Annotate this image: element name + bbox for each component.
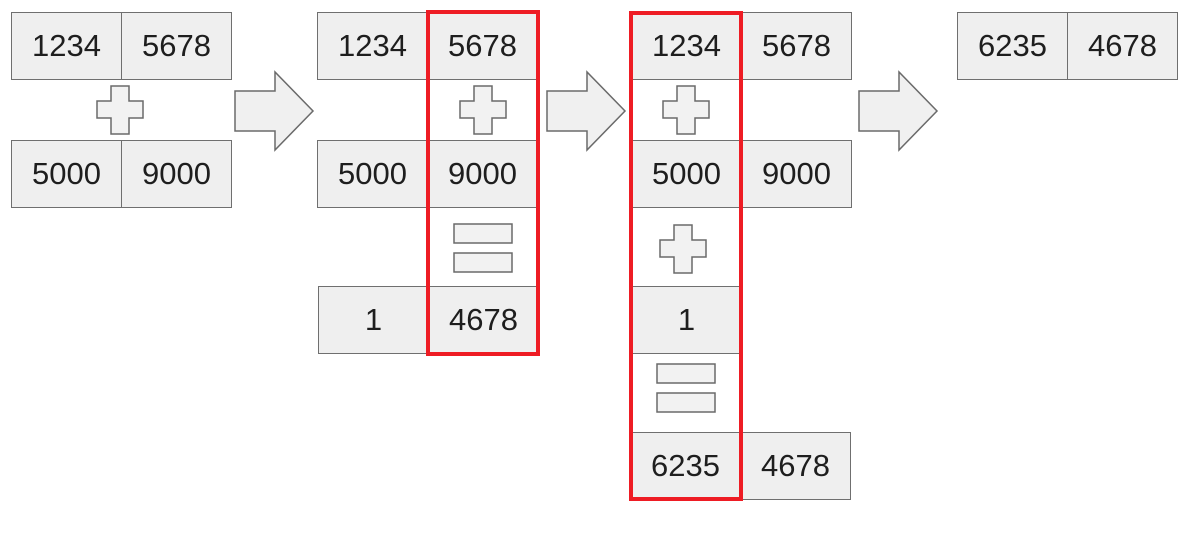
- step1-top-high-cell: 1234: [11, 12, 122, 80]
- step3-middle-low-cell: 9000: [741, 140, 852, 208]
- step2-result-high-cell: 1: [318, 286, 429, 354]
- step1-plus-icon: [96, 85, 144, 135]
- step3-equals-icon: [656, 363, 716, 413]
- step2-highlight-frame: [426, 10, 540, 356]
- step2-middle-low-cell: 9000: [427, 140, 538, 208]
- step3-highlight-frame: [629, 11, 743, 501]
- step3-result-high-cell: 6235: [630, 432, 741, 500]
- step3-result-low-cell: 4678: [740, 432, 851, 500]
- step3-middle-high-cell: 5000: [631, 140, 742, 208]
- step1-top-low-cell: 5678: [121, 12, 232, 80]
- step1-bottom-low-cell: 9000: [121, 140, 232, 208]
- arrow-right-icon-2: [546, 70, 627, 152]
- step3-carry-cell: 1: [631, 286, 742, 354]
- arrow-right-icon-1: [234, 70, 315, 152]
- step2-equals-icon: [453, 223, 513, 273]
- step2-result-low-cell: 4678: [428, 286, 539, 354]
- step3-plus-icon-2: [659, 224, 707, 274]
- final-result-high-cell: 6235: [957, 12, 1068, 80]
- step1-bottom-high-cell: 5000: [11, 140, 122, 208]
- step3-top-low-cell: 5678: [741, 12, 852, 80]
- step2-middle-high-cell: 5000: [317, 140, 428, 208]
- step3-top-high-cell: 1234: [631, 12, 742, 80]
- final-result-low-cell: 4678: [1067, 12, 1178, 80]
- step2-top-high-cell: 1234: [317, 12, 428, 80]
- step2-plus-icon: [459, 85, 507, 135]
- step3-plus-icon-1: [662, 85, 710, 135]
- step2-top-low-cell: 5678: [427, 12, 538, 80]
- arrow-right-icon-3: [858, 70, 939, 152]
